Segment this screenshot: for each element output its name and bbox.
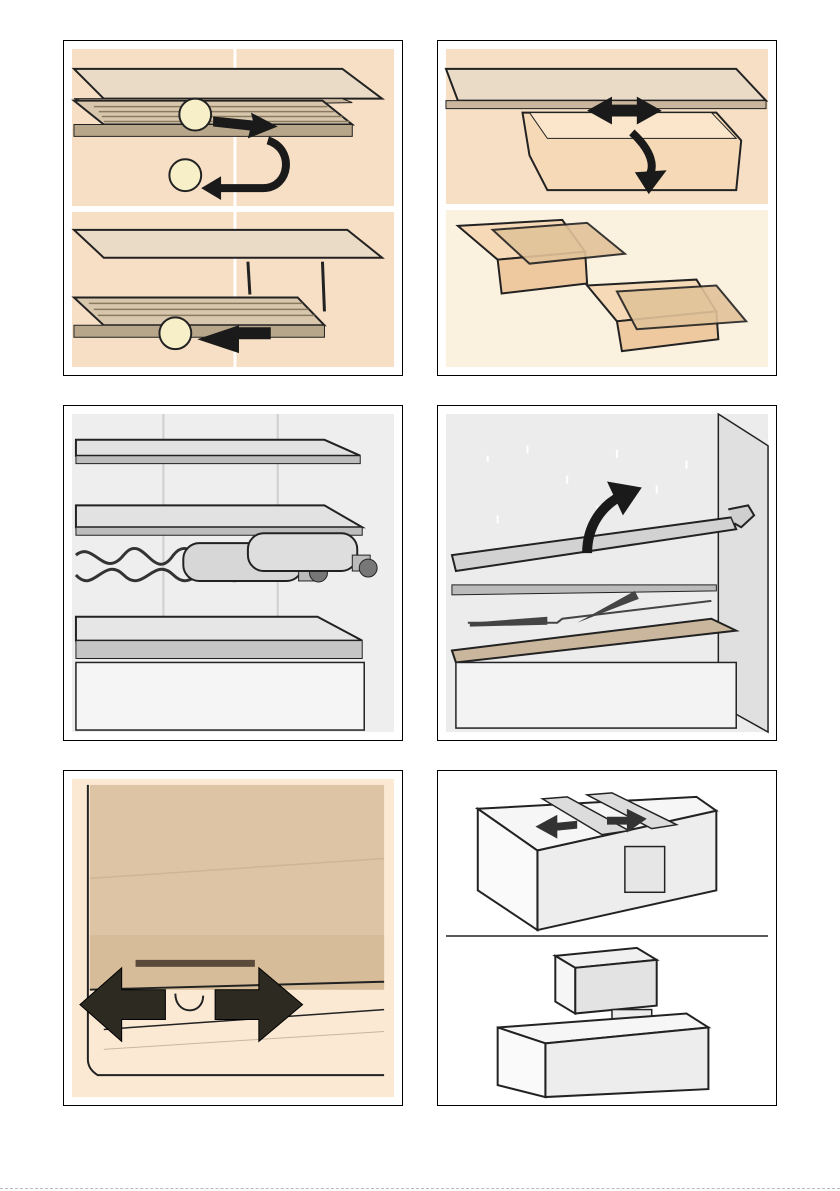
container-adjust-drawing <box>438 41 776 375</box>
container-adjust-illustration <box>437 40 777 376</box>
step-marker-icon <box>179 99 211 131</box>
shelf-icon <box>76 440 360 456</box>
step-marker-icon <box>169 159 201 191</box>
drawer-slide-drawing <box>64 771 402 1105</box>
bottle-rack-drawing <box>64 406 402 740</box>
page-edge-line <box>0 1188 840 1189</box>
shelf-icon <box>74 69 382 99</box>
drawer-slide-illustration <box>63 770 403 1106</box>
drawer-divider-drawing <box>438 771 776 1105</box>
drain-channel-illustration <box>437 405 777 741</box>
shelf-removal-illustration <box>63 40 403 376</box>
bottle-rack-illustration <box>63 405 403 741</box>
drain-channel-drawing <box>438 406 776 740</box>
drawer-divider-illustration <box>437 770 777 1106</box>
shelf-removal-drawing <box>64 41 402 375</box>
